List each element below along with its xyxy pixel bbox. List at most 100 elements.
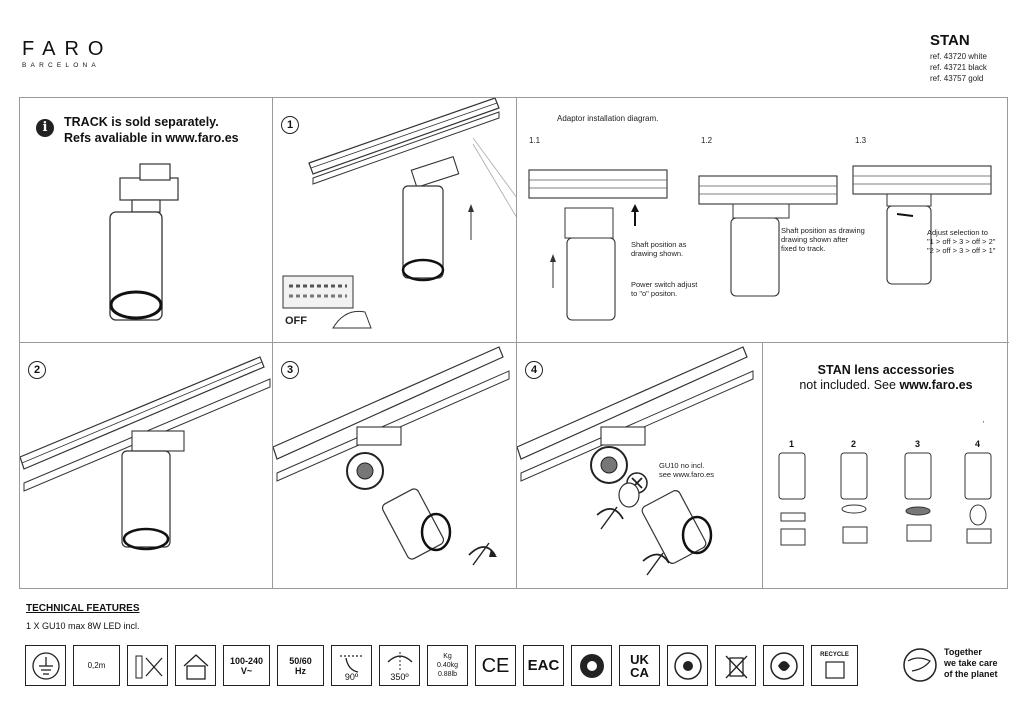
accessory-number: 1 (789, 439, 795, 449)
distance-icon: 0,2m (73, 645, 120, 686)
info-line: Refs avaliable in www.faro.es (64, 131, 239, 145)
note-line: fixed to track. (781, 244, 826, 253)
accessory-number: 4 (975, 439, 981, 449)
note-line: Adjust selection to (927, 228, 988, 237)
frequency-unit: Hz (295, 665, 306, 676)
tidy-man-icon (667, 645, 708, 686)
spotlight-drawing (109, 163, 179, 321)
substep-label: 1.3 (855, 136, 867, 145)
step-number: 1 (281, 116, 299, 134)
note-line: Shaft position as drawing (781, 226, 865, 235)
voltage-value: 100-240 (229, 655, 264, 666)
weee-icon (571, 645, 612, 686)
accessories-title-bold: STAN lens accessories (817, 363, 955, 377)
planet-badge: Together we take care of the planet (900, 645, 1010, 687)
note-line: GU10 no incl. (659, 461, 705, 470)
tilt-icon: 90º (331, 645, 372, 686)
weight-lb: 0.88lb (437, 671, 458, 678)
track-mount-drawing (282, 98, 516, 329)
ukca-line: CA (630, 664, 649, 680)
accessories-title: STAN lens accessories not included. See … (763, 363, 1009, 393)
eac-icon: EAC (523, 645, 564, 686)
no-insulation-icon (127, 645, 168, 686)
brand-sub: BARCELONA (22, 62, 100, 69)
note-power: Power switch adjust to "o" positon. (631, 280, 697, 298)
accessories-drawing (778, 452, 992, 546)
accessory-mark: ' (983, 419, 985, 428)
note-shaft: Shaft position as drawing shown. (631, 240, 686, 258)
info-icon: i (36, 119, 54, 137)
green-dot-icon (763, 645, 804, 686)
step-number: 3 (281, 361, 299, 379)
substep-label: 1.1 (529, 136, 541, 145)
weight-kg: 0.40kg (436, 662, 459, 669)
note-line: see www.faro.es (659, 470, 715, 479)
indoor-icon (175, 645, 216, 686)
voltage-unit: V~ (240, 665, 253, 676)
globe-icon (903, 648, 937, 682)
note-line: Shaft position as (631, 240, 687, 249)
accessories-url: www.faro.es (899, 378, 973, 392)
planet-line: Together (944, 647, 982, 657)
ground-icon (25, 645, 66, 686)
product-name: STAN (930, 32, 970, 49)
crossed-bin-icon (715, 645, 756, 686)
planet-line: of the planet (944, 669, 998, 679)
panel-info: i TRACK is sold separately. Refs avaliab… (20, 98, 273, 343)
ce-icon: CE (475, 645, 516, 686)
product-ref: ref. 43757 gold (930, 74, 984, 83)
note-line: Power switch adjust (631, 280, 698, 289)
adaptor-drawing (528, 165, 992, 321)
brand-logo: FARO BARCELONA (22, 38, 112, 69)
track-spot-drawing (20, 356, 271, 551)
off-label: OFF (285, 315, 307, 327)
panel-step-2: 2 (20, 343, 273, 589)
panel-adaptor: Adaptor installation diagram. 1.1 1.2 1.… (517, 98, 1009, 343)
panel-step-1: 1 OFF (273, 98, 517, 343)
rotate-icon: 350º (379, 645, 420, 686)
product-ref: ref. 43720 white (930, 52, 987, 61)
technical-title: TECHNICAL FEATURES (26, 603, 140, 614)
note-line: "1 > off > 3 > off > 2" (927, 237, 996, 246)
recycle-label: RECYCLE (820, 652, 849, 658)
ukca-line: UK (630, 651, 649, 667)
weight-unit: Kg (443, 653, 452, 660)
product-ref: ref. 43721 black (930, 63, 987, 72)
bulb-insert-drawing (517, 346, 754, 576)
note-line: to "o" positon. (631, 289, 678, 298)
remove-cover-drawing (273, 346, 510, 566)
recycle-icon: RECYCLE (811, 645, 858, 686)
info-line: TRACK is sold separately. (64, 115, 219, 129)
step-number: 4 (525, 361, 543, 379)
note-line: drawing shown. (631, 249, 684, 258)
accessories-title-rest: not included. See (799, 378, 896, 392)
note-adjust: Adjust selection to "1 > off > 3 > off >… (927, 228, 995, 255)
eac-mark: EAC (527, 656, 560, 674)
rotate-value: 350º (390, 672, 409, 682)
tilt-value: 90º (344, 672, 359, 682)
brand-name: FARO (22, 38, 113, 60)
product-header: STAN ref. 43720 white ref. 43721 black r… (930, 32, 987, 84)
gu10-note: GU10 no incl. see www.faro.es (659, 461, 714, 479)
panel-step-3: 3 (273, 343, 517, 589)
accessory-number: 3 (915, 439, 921, 449)
step-number: 2 (28, 361, 46, 379)
planet-line: we take care (944, 658, 998, 668)
note-shaft-fixed: Shaft position as drawing drawing shown … (781, 226, 865, 253)
instruction-grid: i TRACK is sold separately. Refs avaliab… (19, 97, 1009, 589)
info-text: TRACK is sold separately. Refs avaliable… (64, 114, 239, 146)
substep-label: 1.2 (701, 136, 713, 145)
weight-icon: Kg 0.40kg 0.88lb (427, 645, 468, 686)
ce-mark: CE (481, 654, 510, 677)
technical-line: 1 X GU10 max 8W LED incl. (26, 621, 140, 631)
note-line: "2 > off > 3 > off > 1" (927, 246, 996, 255)
distance-value: 0,2m (87, 660, 106, 670)
adaptor-title: Adaptor installation diagram. (557, 114, 659, 123)
accessory-number: 2 (851, 439, 857, 449)
panel-step-4: 4 GU10 no incl. see www.faro.es (517, 343, 763, 589)
frequency-value: 50/60 (289, 655, 312, 666)
